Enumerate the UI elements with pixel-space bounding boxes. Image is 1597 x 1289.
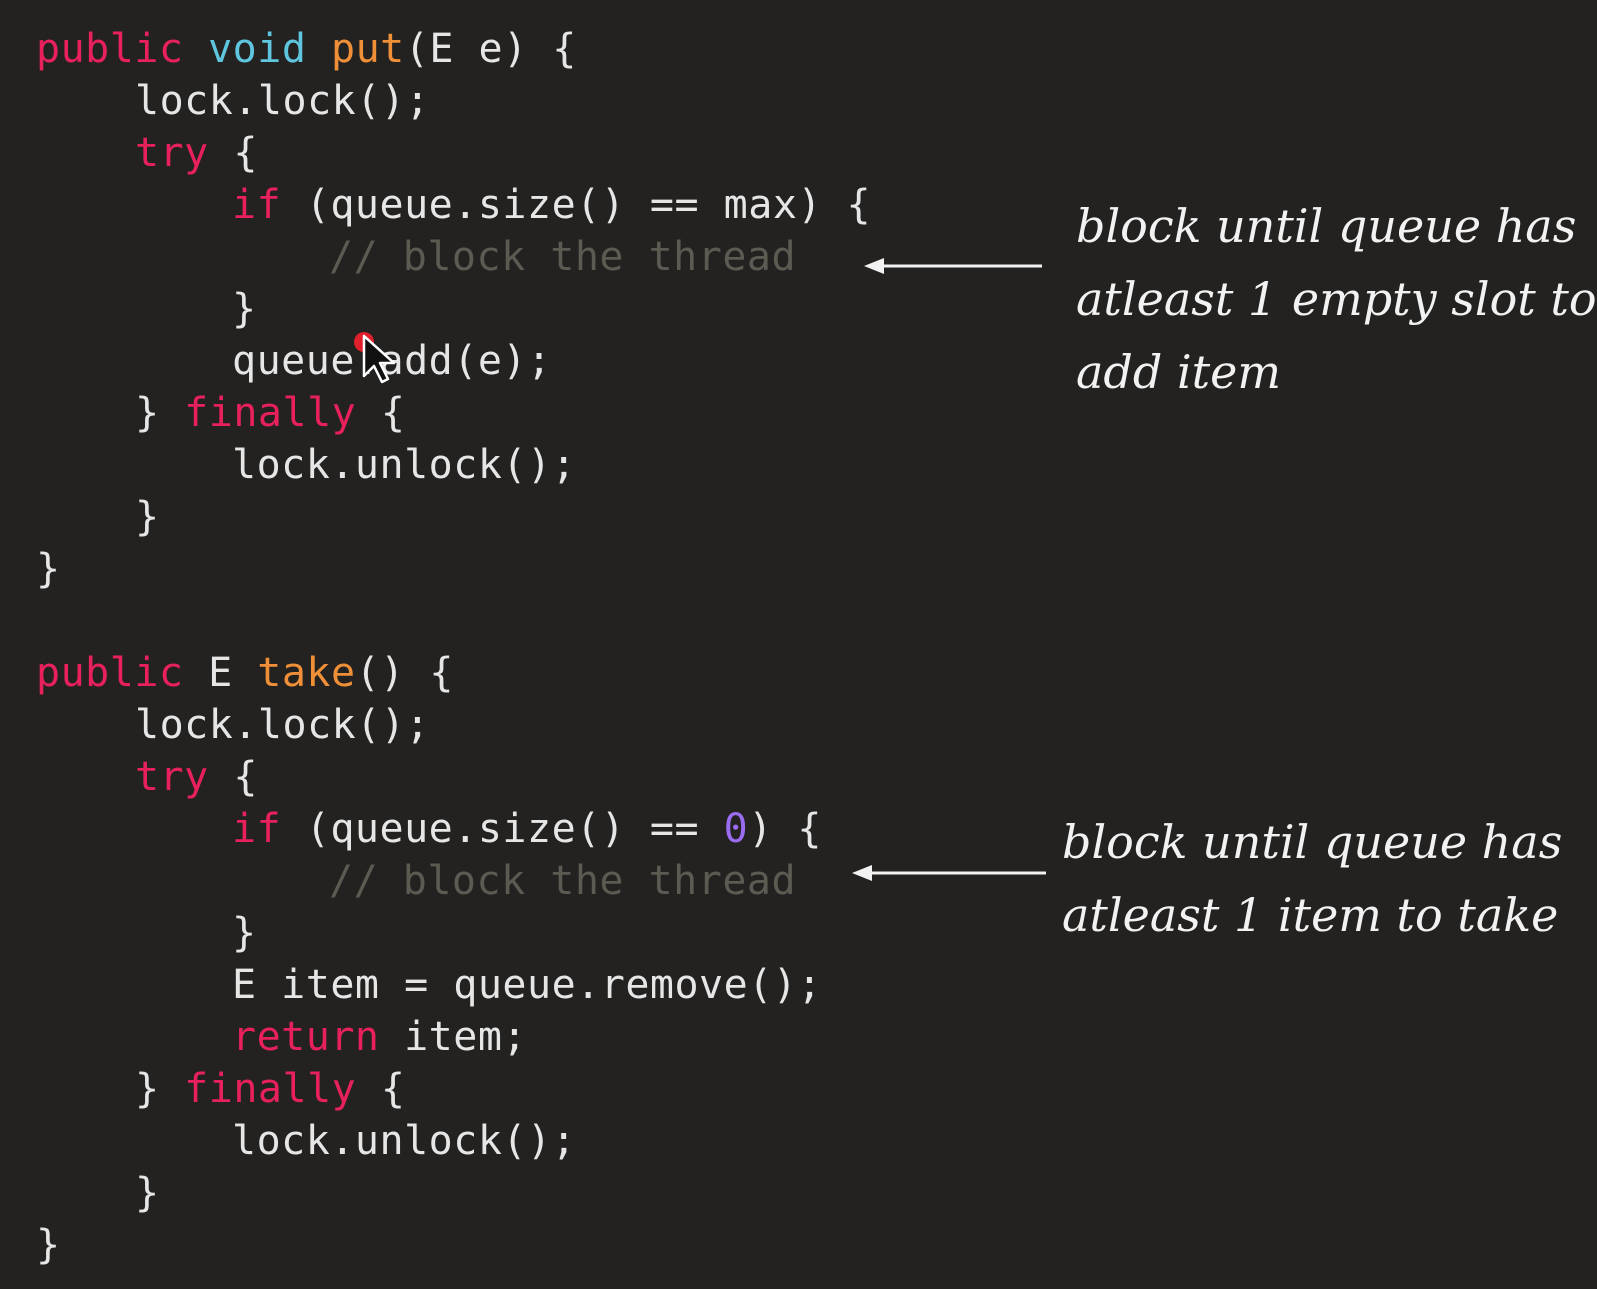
code-token: { [208, 754, 258, 800]
code-token: { [356, 390, 406, 436]
code-token: E item = queue.remove(); [232, 962, 822, 1008]
code-token: (queue.size() == [281, 806, 724, 852]
mouse-pointer-icon [354, 332, 396, 384]
code-token: } [232, 910, 257, 956]
code-line: if (queue.size() == 0) { [36, 803, 822, 855]
code-token: (queue.size() == max) { [281, 182, 872, 228]
code-token: lock.unlock(); [232, 442, 577, 488]
code-token: } [135, 1066, 185, 1112]
code-token: lock.lock(); [135, 702, 430, 748]
code-token: lock.lock(); [135, 78, 430, 124]
code-line: E item = queue.remove(); [36, 959, 822, 1011]
code-line: if (queue.size() == max) { [36, 179, 871, 231]
code-line: return item; [36, 1011, 822, 1063]
code-token: 0 [723, 806, 749, 852]
code-token: finally [184, 390, 357, 436]
code-token: } [36, 546, 61, 592]
code-token: finally [184, 1066, 357, 1112]
code-line: try { [36, 127, 871, 179]
code-line: } [36, 283, 871, 335]
code-block-put: public void put(E e) {lock.lock();try {i… [36, 23, 871, 595]
code-token: try [135, 754, 209, 800]
code-token: if [232, 182, 282, 228]
code-line: // block the thread [36, 231, 871, 283]
left-arrow-icon [852, 865, 1046, 881]
code-token: item; [379, 1014, 527, 1060]
code-line: } [36, 543, 871, 595]
code-token: (E e) { [404, 26, 577, 72]
code-token: } [135, 1170, 160, 1216]
code-token: } [36, 1222, 61, 1268]
code-token: if [232, 806, 282, 852]
code-token: () { [355, 650, 454, 696]
code-token: void [208, 26, 307, 72]
code-token: } [135, 494, 160, 540]
code-token: public [36, 26, 184, 72]
code-line: lock.unlock(); [36, 1115, 822, 1167]
code-line: } finally { [36, 1063, 822, 1115]
code-line: lock.unlock(); [36, 439, 871, 491]
code-line: lock.lock(); [36, 699, 822, 751]
code-token: lock.unlock(); [232, 1118, 577, 1164]
code-token: // block the thread [329, 858, 797, 904]
code-line: // block the thread [36, 855, 822, 907]
code-line: } [36, 907, 822, 959]
code-token: take [257, 650, 356, 696]
code-line: } finally { [36, 387, 871, 439]
annotation-put: block until queue has atleast 1 empty sl… [1076, 199, 1597, 399]
code-token: { [208, 130, 258, 176]
code-token: { [356, 1066, 406, 1112]
code-token: // block the thread [329, 234, 797, 280]
code-line: lock.lock(); [36, 75, 871, 127]
code-token [184, 26, 209, 72]
code-line: public void put(E e) { [36, 23, 871, 75]
left-arrow-icon [864, 258, 1042, 274]
code-token: E [183, 650, 258, 696]
code-line: } [36, 491, 871, 543]
code-line: } [36, 1219, 822, 1271]
code-token: try [135, 130, 209, 176]
code-line: try { [36, 751, 822, 803]
annotation-take: block until queue has atleast 1 item to … [1062, 815, 1563, 942]
code-token: put [331, 26, 405, 72]
code-line: queue.add(e); [36, 335, 871, 387]
code-line: public E take() { [36, 647, 822, 699]
code-token: } [232, 286, 257, 332]
code-token: return [232, 1014, 380, 1060]
code-block-take: public E take() {lock.lock();try {if (qu… [36, 647, 822, 1271]
code-token: } [135, 390, 185, 436]
code-token: public [36, 650, 184, 696]
code-token: ) { [748, 806, 822, 852]
code-line: } [36, 1167, 822, 1219]
code-token [306, 26, 331, 72]
